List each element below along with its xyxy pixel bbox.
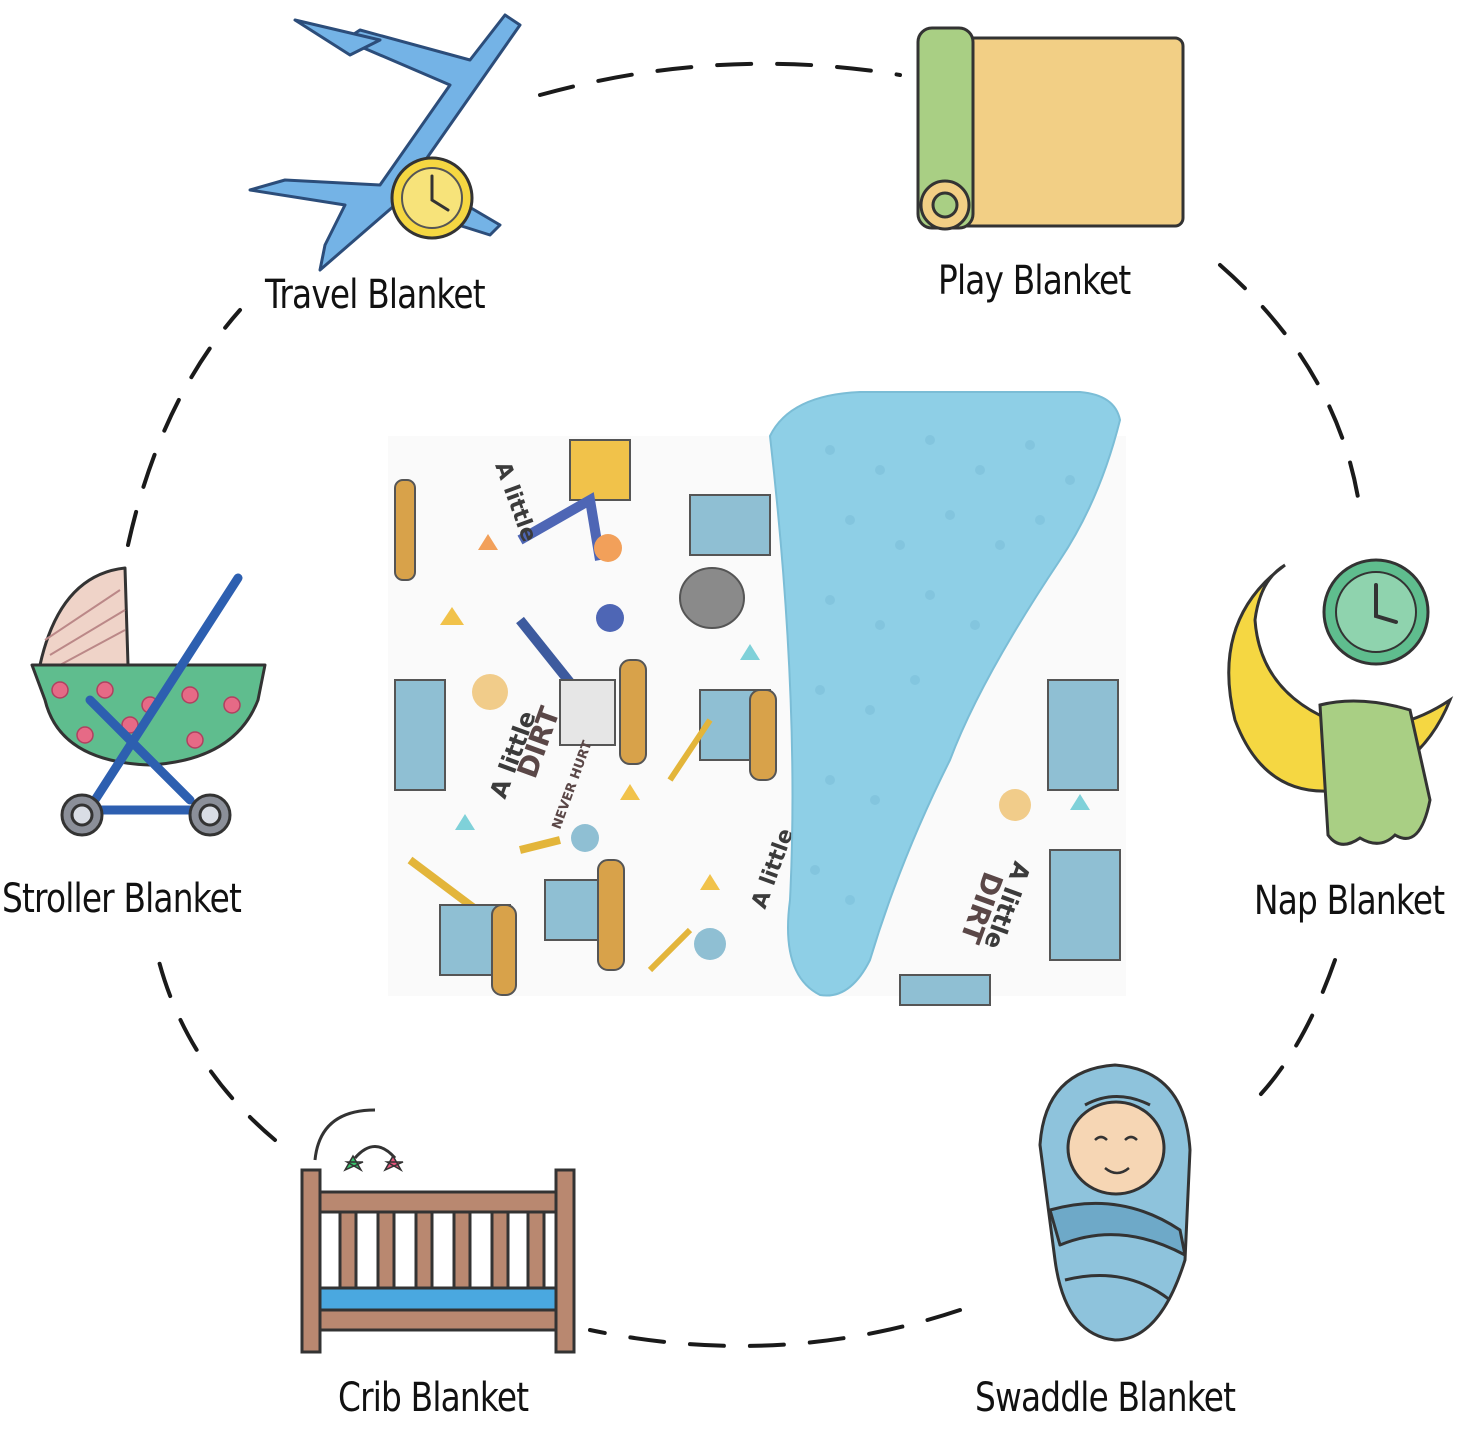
play-blanket-label: Play Blanket [938, 258, 1131, 304]
minky-dots [810, 435, 1075, 905]
crib-icon [300, 1108, 576, 1354]
nap-blanket-label: Nap Blanket [1254, 878, 1445, 924]
play-mat-icon [916, 26, 1185, 231]
blanket-image: A little DIRT NEVER HURT A little A litt… [388, 391, 1126, 1006]
swaddle-blanket-label: Swaddle Blanket [975, 1375, 1236, 1421]
minky-dot-fold [768, 391, 1122, 997]
swaddled-baby-icon [1038, 1063, 1192, 1342]
stroller-blanket-label: Stroller Blanket [2, 876, 242, 922]
crib-blanket-label: Crib Blanket [338, 1375, 529, 1421]
cloth-icon [1318, 699, 1432, 846]
airplane-icon [248, 13, 522, 272]
dashed-circle [126, 61, 1362, 1348]
travel-blanket-label: Travel Blanket [265, 272, 486, 318]
clock-icon [390, 156, 474, 240]
nap-clock-icon [1322, 558, 1430, 666]
stroller-icon [30, 566, 267, 837]
